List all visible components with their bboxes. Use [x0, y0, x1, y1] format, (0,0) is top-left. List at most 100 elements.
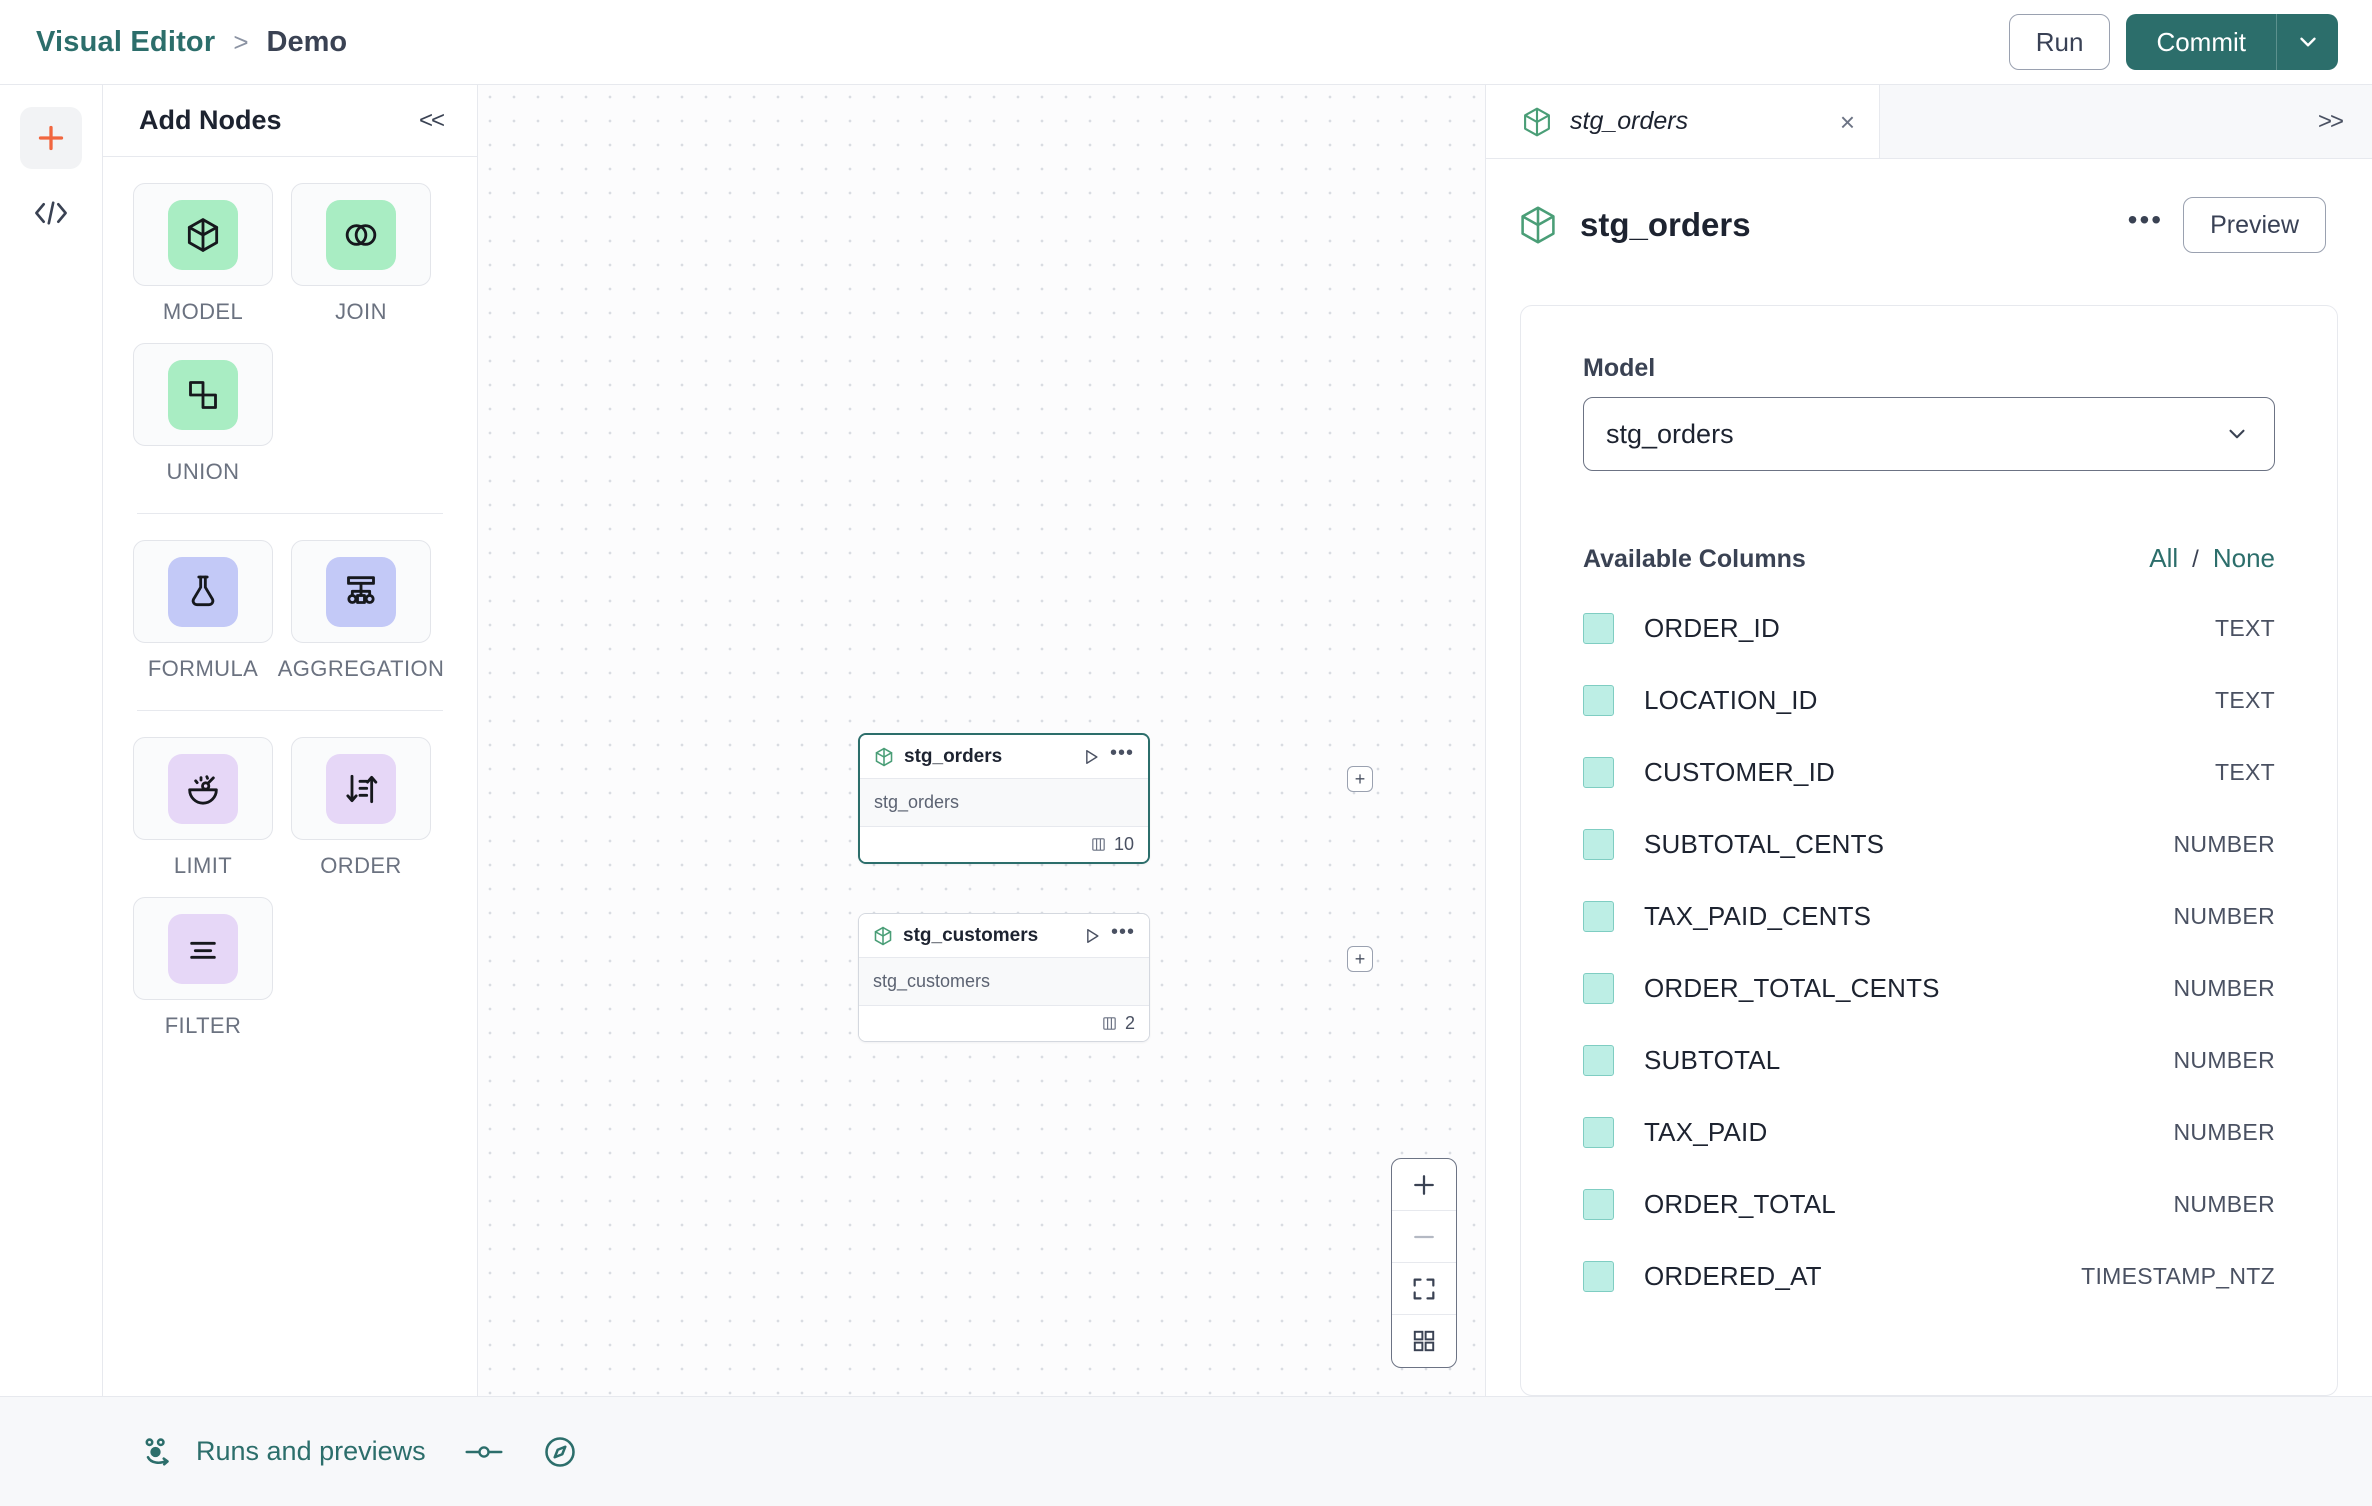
model-select[interactable]: stg_orders	[1583, 397, 2275, 471]
column-type: TIMESTAMP_NTZ	[2081, 1262, 2275, 1289]
column-checkbox[interactable]	[1583, 756, 1614, 788]
add-node-button[interactable]	[20, 107, 82, 169]
node-type-tile[interactable]	[133, 343, 273, 446]
flow-node-body-line: stg_customers	[873, 971, 991, 991]
add-nodes-header: Add Nodes <<	[103, 85, 477, 157]
aggregation-icon	[347, 575, 375, 604]
breadcrumb-root-link[interactable]: Visual Editor	[36, 25, 216, 58]
column-checkbox[interactable]	[1583, 1044, 1614, 1076]
tabs-overflow-area: >>	[1880, 85, 2372, 158]
select-all-link[interactable]: All	[2149, 543, 2179, 573]
slider-toggle-button[interactable]	[464, 1441, 504, 1463]
play-icon	[1087, 928, 1099, 943]
node-type-group: LIMIT ORDER FILTER	[133, 737, 447, 1039]
column-name: TAX_PAID	[1644, 1116, 1768, 1147]
union-icon	[189, 380, 217, 409]
node-type-limit[interactable]: LIMIT	[133, 737, 273, 879]
run-node-button[interactable]	[1081, 747, 1101, 767]
node-type-tile[interactable]	[133, 183, 273, 286]
flow-node-type-icon	[873, 746, 895, 768]
column-checkbox[interactable]	[1583, 972, 1614, 1004]
explore-button[interactable]	[542, 1434, 578, 1470]
node-type-tile[interactable]	[291, 737, 431, 840]
run-button[interactable]: Run	[2008, 14, 2111, 70]
details-panel-tabs: stg_orders × >>	[1486, 85, 2372, 159]
filter-icon	[190, 941, 216, 959]
column-checkbox[interactable]	[1583, 1188, 1614, 1220]
flow-icon	[145, 1437, 169, 1466]
node-type-tile[interactable]	[133, 540, 273, 643]
play-icon	[1086, 749, 1098, 764]
node-type-formula[interactable]: FORMULA	[133, 540, 273, 682]
column-name: LOCATION_ID	[1644, 684, 1818, 715]
column-checkbox[interactable]	[1583, 1260, 1614, 1292]
node-type-join[interactable]: JOIN	[291, 183, 431, 325]
column-row[interactable]: LOCATION_ID TEXT	[1583, 664, 2275, 736]
runs-and-previews-label: Runs and previews	[196, 1436, 426, 1466]
select-none-link[interactable]: None	[2212, 543, 2275, 573]
cube-icon	[1521, 206, 1555, 244]
slider-icon	[465, 1445, 503, 1458]
column-checkbox[interactable]	[1583, 900, 1614, 932]
column-name: ORDER_TOTAL	[1644, 1188, 1836, 1219]
node-type-filter[interactable]: FILTER	[133, 897, 273, 1039]
plus-icon	[38, 125, 64, 151]
node-type-tile[interactable]	[291, 183, 431, 286]
add-nodes-title: Add Nodes	[139, 105, 282, 135]
runs-and-previews-button[interactable]: Runs and previews	[142, 1434, 426, 1470]
code-view-button[interactable]	[20, 187, 82, 239]
zoom-in-button[interactable]	[1392, 1159, 1456, 1211]
close-icon[interactable]: ×	[1839, 106, 1855, 137]
column-checkbox[interactable]	[1583, 828, 1614, 860]
commit-dropdown-button[interactable]	[2276, 14, 2338, 70]
commit-button[interactable]: Commit	[2126, 14, 2276, 70]
node-type-tile[interactable]	[133, 737, 273, 840]
node-type-aggregation[interactable]: AGGREGATION	[278, 540, 444, 682]
column-row[interactable]: ORDER_ID TEXT	[1583, 592, 2275, 664]
flow-node-menu-button[interactable]: •••	[1109, 741, 1134, 764]
node-type-order[interactable]: ORDER	[291, 737, 431, 879]
fit-view-button[interactable]	[1392, 1263, 1456, 1315]
handle-source-stg-orders[interactable]: +	[1347, 766, 1373, 792]
zoom-out-button[interactable]	[1392, 1211, 1456, 1263]
flow-edges	[478, 85, 778, 235]
tab-stg-orders[interactable]: stg_orders ×	[1486, 85, 1880, 158]
column-type: NUMBER	[2173, 974, 2275, 1001]
expand-panel-button[interactable]: >>	[2317, 107, 2344, 135]
node-type-tile[interactable]	[291, 540, 431, 643]
column-type: TEXT	[2215, 686, 2275, 713]
node-type-union[interactable]: UNION	[133, 343, 273, 485]
column-checkbox[interactable]	[1583, 684, 1614, 716]
more-options-button[interactable]: •••	[2127, 204, 2164, 235]
node-type-model[interactable]: MODEL	[133, 183, 273, 325]
column-checkbox[interactable]	[1583, 612, 1614, 644]
preview-button[interactable]: Preview	[2183, 197, 2326, 253]
node-type-label: ORDER	[320, 853, 402, 878]
flow-node-footer: 2	[859, 1005, 1149, 1042]
column-type: NUMBER	[2173, 902, 2275, 929]
handle-source-stg-customers[interactable]: +	[1347, 946, 1373, 972]
run-node-button[interactable]	[1082, 926, 1102, 946]
node-type-tile[interactable]	[133, 897, 273, 1000]
flow-node-menu-button[interactable]: •••	[1110, 920, 1135, 943]
chevron-down-icon	[2299, 37, 2316, 47]
flask-icon	[191, 575, 215, 606]
node-type-label: MODEL	[162, 299, 244, 324]
collapse-panel-button[interactable]: <<	[418, 106, 445, 134]
column-type: TEXT	[2215, 614, 2275, 641]
column-name: ORDER_ID	[1644, 612, 1780, 643]
toggle-interactive-button[interactable]	[1392, 1315, 1456, 1367]
column-checkbox[interactable]	[1583, 1116, 1614, 1148]
